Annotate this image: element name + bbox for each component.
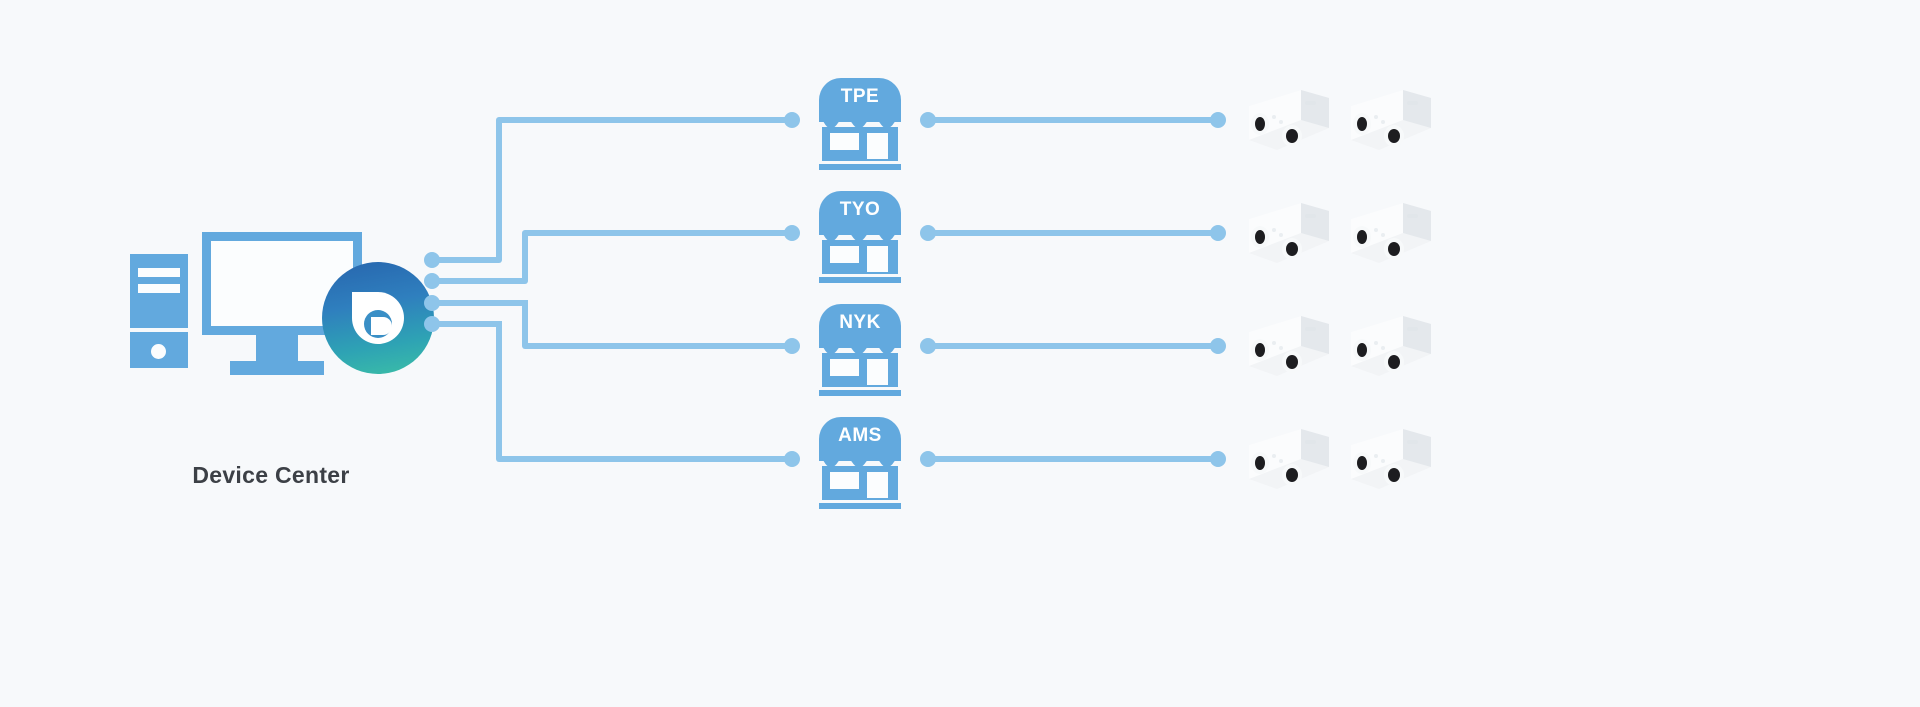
- camera-device-icon[interactable]: [1243, 197, 1333, 269]
- link-hub-nyk-v: [522, 300, 528, 346]
- link-nyk-end-dot[interactable]: [784, 338, 800, 354]
- site-code-label: TYO: [839, 199, 881, 220]
- store-window-left: [830, 472, 859, 489]
- brand-logo-glyph: [352, 292, 404, 344]
- link-hub-tyo-h2: [522, 230, 792, 236]
- link-hub-tpe-v: [496, 120, 502, 260]
- site-store-ams[interactable]: AMS: [819, 417, 901, 509]
- brand-logo-icon: [322, 262, 434, 374]
- camera-device-icon[interactable]: [1345, 423, 1435, 495]
- camera-device-icon[interactable]: [1345, 310, 1435, 382]
- site-code-label: NYK: [839, 312, 881, 333]
- link-ams-cam-line: [928, 456, 1218, 462]
- store-door: [867, 472, 888, 498]
- site-code-label: AMS: [838, 425, 882, 446]
- store-door: [867, 246, 888, 272]
- device-center-group[interactable]: [126, 222, 434, 412]
- awning-scallop-icon: [819, 453, 901, 467]
- camera-body: [1351, 429, 1431, 489]
- camera-device-icon[interactable]: [1345, 197, 1435, 269]
- store-window-left: [830, 359, 859, 376]
- link-tpe-end-dot[interactable]: [784, 112, 800, 128]
- link-hub-tyo-h1: [430, 278, 528, 284]
- store-window-left: [830, 246, 859, 263]
- link-hub-nyk-h2: [522, 343, 792, 349]
- camera-device-icon[interactable]: [1243, 84, 1333, 156]
- device-center-label: Device Center: [192, 462, 350, 488]
- link-hub-tyo-v: [522, 233, 528, 281]
- store-door: [867, 359, 888, 385]
- link-hub-nyk-h1: [430, 300, 528, 306]
- link-tpe-cam-line: [928, 117, 1218, 123]
- camera-device-icon[interactable]: [1243, 423, 1333, 495]
- camera-body: [1249, 316, 1329, 376]
- store-door: [867, 133, 888, 159]
- camera-device-icon[interactable]: [1243, 310, 1333, 382]
- link-tpe-cam-end-dot[interactable]: [1210, 112, 1226, 128]
- link-tyo-end-dot[interactable]: [784, 225, 800, 241]
- camera-device-icon[interactable]: [1345, 84, 1435, 156]
- site-code-label: TPE: [840, 86, 880, 107]
- store-base-bar: [819, 503, 901, 509]
- awning-scallop-icon: [819, 340, 901, 354]
- site-store-nyk[interactable]: NYK: [819, 304, 901, 396]
- link-nyk-cam-line: [928, 343, 1218, 349]
- link-hub-tpe-h2: [496, 117, 792, 123]
- link-hub-ams-v: [496, 321, 502, 459]
- camera-body: [1249, 90, 1329, 150]
- camera-body: [1351, 203, 1431, 263]
- store-window-left: [830, 133, 859, 150]
- link-ams-cam-end-dot[interactable]: [1210, 451, 1226, 467]
- camera-body: [1351, 90, 1431, 150]
- site-store-tpe[interactable]: TPE: [819, 78, 901, 170]
- camera-body: [1249, 203, 1329, 263]
- awning-scallop-icon: [819, 114, 901, 128]
- link-hub-ams-h2: [496, 456, 792, 462]
- camera-body: [1351, 316, 1431, 376]
- store-base-bar: [819, 390, 901, 396]
- link-tyo-cam-end-dot[interactable]: [1210, 225, 1226, 241]
- site-store-tyo[interactable]: TYO: [819, 191, 901, 283]
- awning-scallop-icon: [819, 227, 901, 241]
- link-hub-ams-h1: [430, 321, 502, 327]
- store-base-bar: [819, 164, 901, 170]
- link-nyk-cam-end-dot[interactable]: [1210, 338, 1226, 354]
- camera-body: [1249, 429, 1329, 489]
- link-hub-tpe-h1: [430, 257, 502, 263]
- link-tyo-cam-line: [928, 230, 1218, 236]
- link-ams-end-dot[interactable]: [784, 451, 800, 467]
- store-base-bar: [819, 277, 901, 283]
